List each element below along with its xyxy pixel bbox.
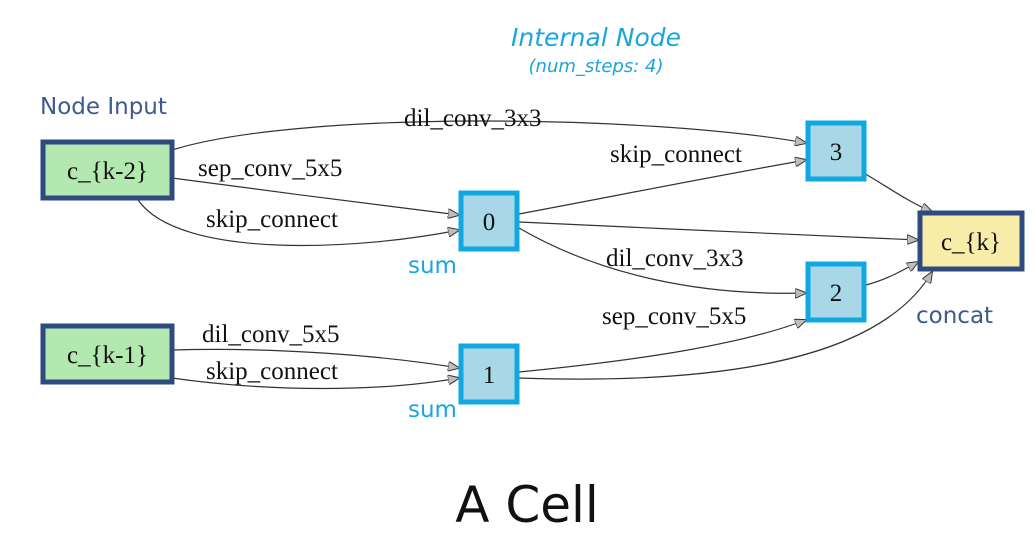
- concat-label: concat: [916, 303, 993, 329]
- sum-label-bottom: sum: [408, 397, 457, 423]
- edge-label-ck2-to-0-sep: sep_conv_5x5: [198, 155, 342, 182]
- edge-ck2-to-0-sep: [171, 177, 459, 215]
- node-c-k: c_{k}: [917, 210, 1025, 272]
- node-1-label: 1: [483, 362, 496, 389]
- caption: A Cell: [455, 476, 599, 534]
- node-1: 1: [458, 343, 520, 405]
- node-0-label: 0: [483, 209, 496, 236]
- node-3: 3: [805, 120, 867, 182]
- sum-label-top: sum: [408, 253, 457, 279]
- node-c-k-label: c_{k}: [941, 229, 1001, 256]
- node-2: 2: [805, 261, 867, 323]
- edge-label-ck2-to-0-skip: skip_connect: [206, 206, 338, 233]
- node-3-label: 3: [830, 139, 843, 166]
- edge-0-to-ck: [518, 221, 918, 240]
- edge-ck2-to-3: [171, 120, 806, 151]
- node-input-label: Node Input: [40, 94, 167, 120]
- edge-0-to-2: [518, 227, 806, 293]
- edge-2-to-ck: [865, 262, 918, 286]
- edge-ck1-to-1-skip: [171, 378, 459, 390]
- node-0: 0: [458, 190, 520, 252]
- node-2-label: 2: [830, 280, 843, 307]
- internal-node-title: Internal Node: [511, 23, 681, 52]
- internal-node-subtitle: (num_steps: 4): [529, 56, 664, 77]
- edge-label-ck2-to-3: dil_conv_3x3: [404, 105, 542, 132]
- edge-label-ck1-to-1-skip: skip_connect: [206, 358, 338, 385]
- edge-ck1-to-1-dil: [171, 348, 459, 368]
- edge-1-to-2: [518, 320, 806, 373]
- edge-label-0-to-3: skip_connect: [610, 141, 742, 168]
- edge-0-to-3: [518, 160, 806, 215]
- edge-ck2-to-0-skip: [137, 199, 459, 247]
- node-c-k-1-label: c_{k-1}: [67, 342, 148, 369]
- edge-3-to-ck: [861, 171, 932, 212]
- node-c-k-2: c_{k-2}: [40, 139, 175, 201]
- edge-label-1-to-2: sep_conv_5x5: [602, 303, 746, 330]
- node-c-k-1: c_{k-1}: [40, 323, 175, 385]
- edge-1-to-ck: [518, 272, 932, 380]
- edge-label-0-to-2: dil_conv_3x3: [606, 245, 744, 272]
- edge-label-ck1-to-1-dil: dil_conv_5x5: [202, 321, 340, 348]
- node-c-k-2-label: c_{k-2}: [67, 158, 148, 185]
